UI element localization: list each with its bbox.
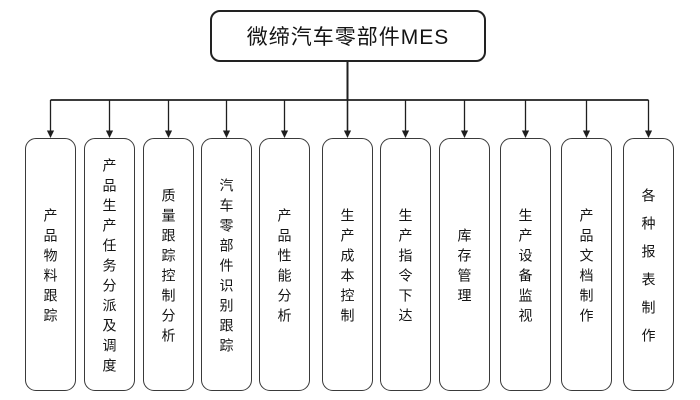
module-box-document-production: 产品文档制作 bbox=[561, 138, 612, 391]
module-box-performance-analysis: 产品性能分析 bbox=[259, 138, 310, 391]
module-label: 各种报表制作 bbox=[640, 187, 657, 356]
arrow-down-icon bbox=[280, 130, 289, 138]
module-label: 产品文档制作 bbox=[578, 207, 595, 328]
arrow-down-icon bbox=[582, 130, 591, 138]
module-label: 质量跟踪控制分析 bbox=[160, 187, 177, 348]
module-box-task-dispatch: 产品生产任务分派及调度 bbox=[84, 138, 135, 391]
module-label: 产品物料跟踪 bbox=[42, 207, 59, 328]
module-box-equipment-monitor: 生产设备监视 bbox=[500, 138, 551, 391]
module-label: 生产指令下达 bbox=[397, 207, 414, 328]
module-label: 汽车零部件识别跟踪 bbox=[218, 177, 235, 358]
module-box-parts-identification: 汽车零部件识别跟踪 bbox=[201, 138, 252, 391]
arrow-down-icon bbox=[343, 130, 352, 138]
arrow-down-icon bbox=[521, 130, 530, 138]
module-label: 库存管理 bbox=[456, 227, 473, 308]
module-box-quality-tracking: 质量跟踪控制分析 bbox=[143, 138, 194, 391]
arrow-down-icon bbox=[222, 130, 231, 138]
arrow-down-icon bbox=[644, 130, 653, 138]
module-label: 生产设备监视 bbox=[517, 207, 534, 328]
module-label: 生产成本控制 bbox=[339, 207, 356, 328]
module-box-inventory: 库存管理 bbox=[439, 138, 490, 391]
arrow-down-icon bbox=[105, 130, 114, 138]
root-node-label: 微缔汽车零部件MES bbox=[246, 26, 450, 49]
arrow-down-icon bbox=[460, 130, 469, 138]
module-label: 产品性能分析 bbox=[276, 207, 293, 328]
arrow-down-icon bbox=[401, 130, 410, 138]
module-box-instruction-issue: 生产指令下达 bbox=[380, 138, 431, 391]
arrow-down-icon bbox=[164, 130, 173, 138]
module-box-report-production: 各种报表制作 bbox=[623, 138, 674, 391]
module-box-material-tracking: 产品物料跟踪 bbox=[25, 138, 76, 391]
arrow-down-icon bbox=[46, 130, 55, 138]
module-box-cost-control: 生产成本控制 bbox=[322, 138, 373, 391]
module-label: 产品生产任务分派及调度 bbox=[101, 157, 118, 378]
root-node-mes: 微缔汽车零部件MES bbox=[210, 10, 486, 62]
